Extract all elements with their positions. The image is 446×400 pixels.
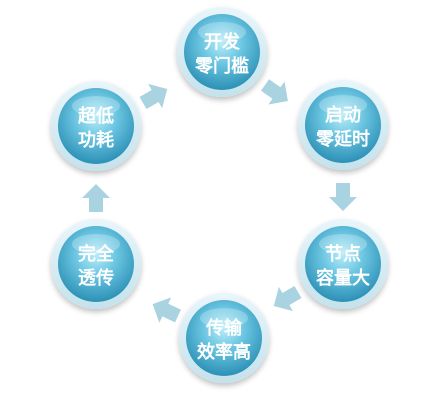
arrows-group bbox=[82, 79, 357, 323]
node-ultra-low-power: 超低 功耗 bbox=[51, 81, 141, 171]
node-label-line1: 开发 bbox=[204, 31, 241, 53]
arrow-down-icon bbox=[329, 183, 357, 211]
node-zero-threshold: 开发 零门槛 bbox=[177, 7, 267, 97]
node-large-capacity: 节点 容量大 bbox=[298, 219, 388, 309]
arrow-left-icon bbox=[152, 297, 181, 323]
node-label-line2: 透传 bbox=[78, 267, 114, 289]
arrow-up-icon bbox=[82, 184, 110, 212]
arrow-down-left-icon bbox=[273, 285, 302, 312]
node-label-line1: 传输 bbox=[205, 317, 243, 339]
node-label-line2: 容量大 bbox=[316, 267, 370, 289]
arrow-up-right-icon bbox=[139, 83, 168, 110]
arrow-right-icon bbox=[260, 79, 288, 105]
node-label-line1: 超低 bbox=[78, 105, 114, 127]
node-high-efficiency: 传输 效率高 bbox=[179, 293, 269, 383]
node-label-line1: 节点 bbox=[325, 243, 361, 265]
node-label-line2: 效率高 bbox=[197, 341, 251, 363]
node-transparent-transmission: 完全 透传 bbox=[51, 219, 141, 309]
node-label-line1: 完全 bbox=[78, 243, 115, 265]
node-label-line2: 功耗 bbox=[78, 129, 114, 151]
node-label-line2: 零延时 bbox=[315, 129, 370, 150]
node-label-line1: 启动 bbox=[325, 104, 361, 126]
node-zero-latency: 启动 零延时 bbox=[298, 80, 388, 170]
node-label-line2: 零门槛 bbox=[194, 55, 249, 77]
